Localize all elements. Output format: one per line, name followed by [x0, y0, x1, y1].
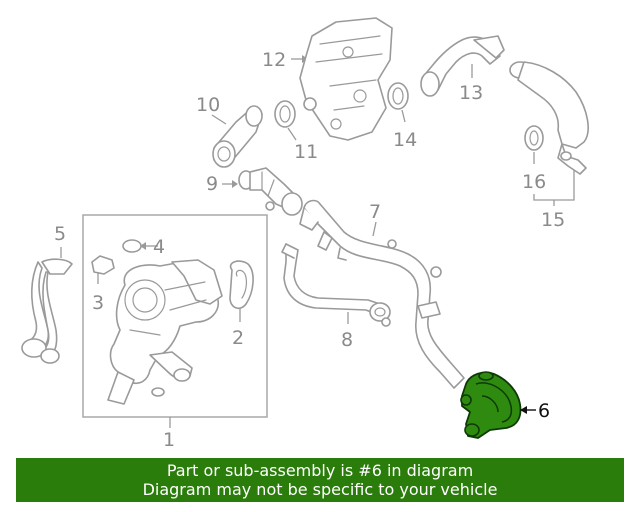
- banner-line-2: Diagram may not be specific to your vehi…: [142, 480, 498, 499]
- thermostat-housing[interactable]: [107, 259, 223, 405]
- callout-16[interactable]: 16: [522, 171, 546, 193]
- o-ring-4[interactable]: [122, 239, 142, 253]
- callout-12[interactable]: 12: [262, 49, 286, 71]
- highlighted-part-6[interactable]: [460, 371, 522, 439]
- callout-13[interactable]: 13: [459, 82, 483, 104]
- callout-8[interactable]: 8: [341, 329, 353, 351]
- pipe-15[interactable]: [509, 61, 589, 175]
- outlet-10[interactable]: [212, 105, 263, 168]
- hose-9[interactable]: [238, 167, 303, 216]
- hose-5[interactable]: [21, 258, 73, 364]
- info-banner: Part or sub-assembly is #6 in diagram Di…: [16, 458, 624, 502]
- callout-2[interactable]: 2: [232, 327, 244, 349]
- callout-3[interactable]: 3: [92, 292, 104, 314]
- callout-7[interactable]: 7: [369, 201, 381, 223]
- callout-11[interactable]: 11: [294, 141, 318, 163]
- gasket-11[interactable]: [274, 100, 297, 141]
- callout-1[interactable]: 1: [163, 429, 175, 451]
- pipe-13[interactable]: [420, 35, 505, 97]
- callout-5[interactable]: 5: [54, 223, 66, 245]
- gasket-2[interactable]: [229, 260, 254, 322]
- callout-4[interactable]: 4: [153, 236, 165, 258]
- assembly-1-box: [82, 214, 268, 418]
- gasket-16[interactable]: [524, 125, 544, 164]
- callout-9[interactable]: 9: [206, 173, 218, 195]
- sensor-3[interactable]: [91, 255, 115, 284]
- banner-line-1: Part or sub-assembly is #6 in diagram: [166, 461, 474, 480]
- gasket-14[interactable]: [387, 82, 409, 123]
- callout-15[interactable]: 15: [541, 209, 565, 231]
- engine-block-12[interactable]: [299, 17, 393, 141]
- callout-14[interactable]: 14: [393, 129, 417, 151]
- pipe-8[interactable]: [281, 243, 391, 327]
- callout-10[interactable]: 10: [196, 94, 220, 116]
- callout-6[interactable]: 6: [538, 400, 550, 422]
- pipe-7[interactable]: [299, 199, 465, 389]
